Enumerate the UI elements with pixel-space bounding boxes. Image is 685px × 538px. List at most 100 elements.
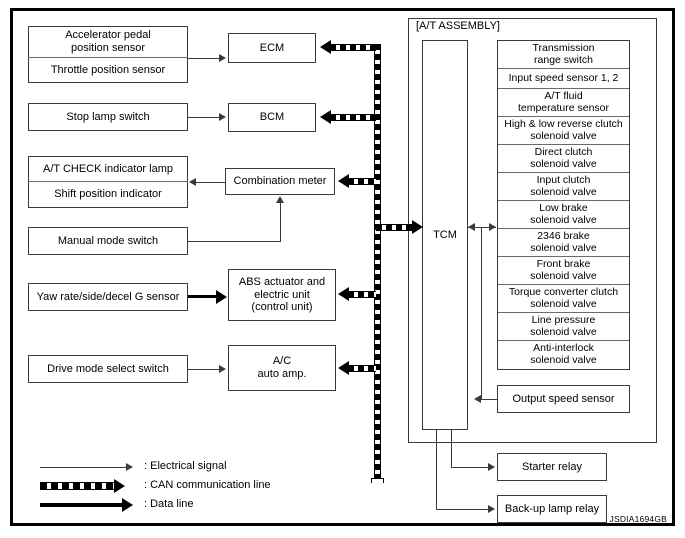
arrow-meter-to-indicators — [189, 178, 196, 186]
connector-yawrate-to-abs — [188, 295, 218, 298]
arrow-can-to-abs — [338, 287, 349, 301]
arrow-tcm-to-components — [489, 223, 496, 231]
output-speed-sensor-box[interactable]: Output speed sensor — [497, 385, 630, 413]
backup-lamp-relay-box[interactable]: Back-up lamp relay — [497, 495, 607, 523]
output-speed-sensor-label: Output speed sensor — [512, 392, 615, 405]
combination-meter-box[interactable]: Combination meter — [225, 168, 335, 195]
connector-stoplamp-to-bcm — [188, 117, 221, 118]
legend-row-data-line: : Data line — [40, 496, 340, 515]
legend-row-electrical-signal: : Electrical signal — [40, 458, 340, 477]
connector-outputspeed-stub — [481, 394, 482, 400]
reference-code: JSDIA1694GB — [609, 514, 667, 524]
connector-manualmode-horizontal — [188, 241, 280, 242]
can-branch-ecm — [330, 44, 376, 51]
arrow-can-to-combination-meter — [338, 174, 349, 188]
throttle-position-sensor-box[interactable]: Throttle position sensor — [28, 58, 188, 83]
can-branch-tcm — [376, 224, 414, 231]
component-row[interactable]: Input speed sensor 1, 2 — [498, 69, 629, 89]
tcm-label: TCM — [433, 229, 457, 241]
abs-actuator-label-line3: (control unit) — [251, 301, 313, 314]
legend-label-data-line: : Data line — [144, 498, 194, 510]
drive-mode-select-switch-box[interactable]: Drive mode select switch — [28, 355, 188, 383]
legend-label-electrical-signal: : Electrical signal — [144, 460, 227, 472]
arrow-outputspeed-to-tcm — [474, 395, 481, 403]
abs-actuator-box[interactable]: ABS actuator and electric unit (control … — [228, 269, 336, 321]
legend: : Electrical signal : CAN communication … — [40, 458, 340, 515]
arrow-tcm-to-starter-relay — [488, 463, 495, 471]
arrow-can-to-tcm — [412, 220, 423, 234]
can-line-icon — [40, 482, 116, 490]
yaw-rate-sensor-label: Yaw rate/side/decel G sensor — [36, 290, 180, 303]
outer-frame — [10, 8, 675, 526]
arrow-can-to-ecm — [320, 40, 331, 54]
shift-position-indicator-label: Shift position indicator — [54, 188, 162, 201]
tcm-box[interactable]: TCM — [422, 40, 468, 430]
arrow-drivemode-to-ac — [219, 365, 226, 373]
accelerator-pedal-position-sensor-label-line2: position sensor — [71, 42, 145, 54]
connector-meter-to-indicators — [196, 182, 225, 183]
connector-sensors-to-ecm — [188, 58, 221, 59]
ecm-box[interactable]: ECM — [228, 33, 316, 63]
data-line-arrow-icon — [122, 498, 133, 512]
combination-meter-label: Combination meter — [233, 175, 327, 188]
shift-position-indicator-box[interactable]: Shift position indicator — [28, 182, 188, 208]
electrical-signal-arrow-icon — [126, 463, 133, 471]
connector-tcm-bus-vertical — [481, 227, 482, 394]
arrow-manualmode-to-meter — [276, 196, 284, 203]
data-line-icon — [40, 503, 124, 507]
connector-manualmode-vertical — [280, 203, 281, 242]
stop-lamp-switch-box[interactable]: Stop lamp switch — [28, 103, 188, 131]
bcm-box[interactable]: BCM — [228, 103, 316, 132]
can-branch-ac-auto-amp — [348, 365, 376, 372]
starter-relay-label: Starter relay — [522, 460, 582, 473]
accelerator-pedal-position-sensor-box[interactable]: Accelerator pedal position sensor — [28, 26, 188, 58]
can-branch-abs — [348, 291, 376, 298]
accelerator-pedal-position-sensor-label-line1: Accelerator pedal — [65, 29, 151, 42]
manual-mode-switch-label: Manual mode switch — [57, 234, 159, 247]
arrow-tcm-to-backup-lamp-relay — [488, 505, 495, 513]
backup-lamp-relay-label: Back-up lamp relay — [504, 502, 600, 515]
electrical-signal-line-icon — [40, 467, 128, 468]
starter-relay-box[interactable]: Starter relay — [497, 453, 607, 481]
ac-auto-amp-box[interactable]: A/C auto amp. — [228, 345, 336, 391]
connector-tcm-to-components — [468, 227, 496, 228]
can-bus-terminator — [371, 478, 384, 483]
arrow-sensors-to-ecm — [219, 54, 226, 62]
connector-tcm-to-backup-vertical — [436, 430, 437, 509]
bcm-label: BCM — [259, 111, 285, 124]
abs-actuator-label-line2: electric unit — [254, 288, 310, 301]
connector-tcm-to-starter-horizontal — [451, 467, 489, 468]
at-check-indicator-lamp-label: A/T CHECK indicator lamp — [42, 162, 173, 175]
legend-row-can-communication-line: : CAN communication line — [40, 477, 340, 496]
connector-drivemode-to-ac — [188, 369, 221, 370]
legend-label-can-communication-line: : CAN communication line — [144, 479, 271, 491]
drive-mode-select-switch-label: Drive mode select switch — [47, 362, 169, 375]
can-branch-combination-meter — [348, 178, 376, 185]
connector-tcm-to-starter-vertical — [451, 430, 452, 467]
at-check-indicator-lamp-box[interactable]: A/T CHECK indicator lamp — [28, 156, 188, 182]
can-branch-bcm — [330, 114, 376, 121]
arrow-can-to-ac-auto-amp — [338, 361, 349, 375]
stop-lamp-switch-label: Stop lamp switch — [66, 110, 150, 123]
yaw-rate-sensor-box[interactable]: Yaw rate/side/decel G sensor — [28, 283, 188, 311]
can-bus-vertical — [374, 44, 381, 478]
abs-actuator-label-line1: ABS actuator and — [238, 275, 326, 288]
can-line-arrow-icon — [114, 479, 125, 493]
at-assembly-label: [A/T ASSEMBLY] — [416, 20, 500, 32]
connector-tcm-to-backup-horizontal — [436, 509, 489, 510]
throttle-position-sensor-label: Throttle position sensor — [50, 63, 166, 76]
manual-mode-switch-box[interactable]: Manual mode switch — [28, 227, 188, 255]
